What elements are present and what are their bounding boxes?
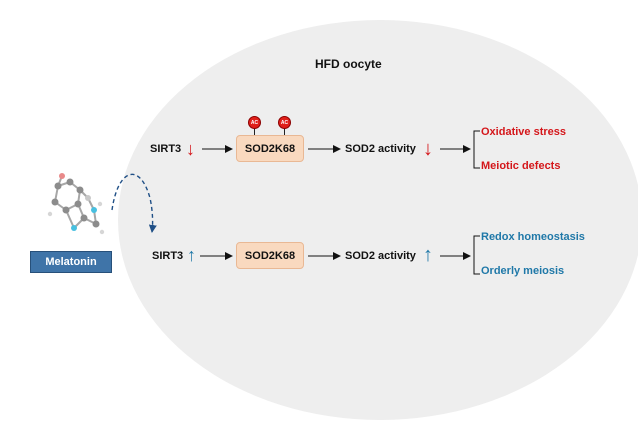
- trend-up-arrow-sirt3: ↑: [187, 245, 196, 265]
- outcome-oxidative-stress: Oxidative stress: [481, 126, 566, 138]
- trend-down-arrow-sirt3: ↓: [186, 139, 195, 159]
- activity-label-top: SOD2 activity: [345, 143, 416, 155]
- outcome-meiotic-defects: Meiotic defects: [481, 160, 561, 172]
- acetyl-stem-2: [284, 128, 285, 135]
- protein-box-bottom: SOD2K68: [236, 242, 304, 269]
- sirt3-label-top: SIRT3: [150, 143, 182, 155]
- protein-box-top: SOD2K68: [236, 135, 304, 162]
- sirt3-label-bottom: SIRT3: [152, 250, 184, 262]
- outcome-bracket-bottom: [473, 235, 480, 275]
- melatonin-molecule-icon: [47, 173, 105, 235]
- acetyl-group-marker: AC: [248, 116, 261, 129]
- oocyte-circle: [118, 20, 638, 420]
- outcome-bracket-top: [473, 130, 480, 169]
- acetyl-group-marker: AC: [278, 116, 291, 129]
- activity-label-bottom: SOD2 activity: [345, 250, 416, 262]
- melatonin-label: Melatonin: [30, 251, 112, 273]
- outcome-redox-homeostasis: Redox homeostasis: [481, 231, 585, 243]
- acetyl-stem-1: [254, 128, 255, 135]
- trend-up-arrow-activity: ↑: [423, 244, 433, 266]
- outcome-orderly-meiosis: Orderly meiosis: [481, 265, 565, 277]
- melatonin-entry-arrow: [111, 173, 157, 233]
- diagram-title: HFD oocyte: [315, 57, 382, 71]
- trend-down-arrow-activity: ↓: [423, 138, 433, 160]
